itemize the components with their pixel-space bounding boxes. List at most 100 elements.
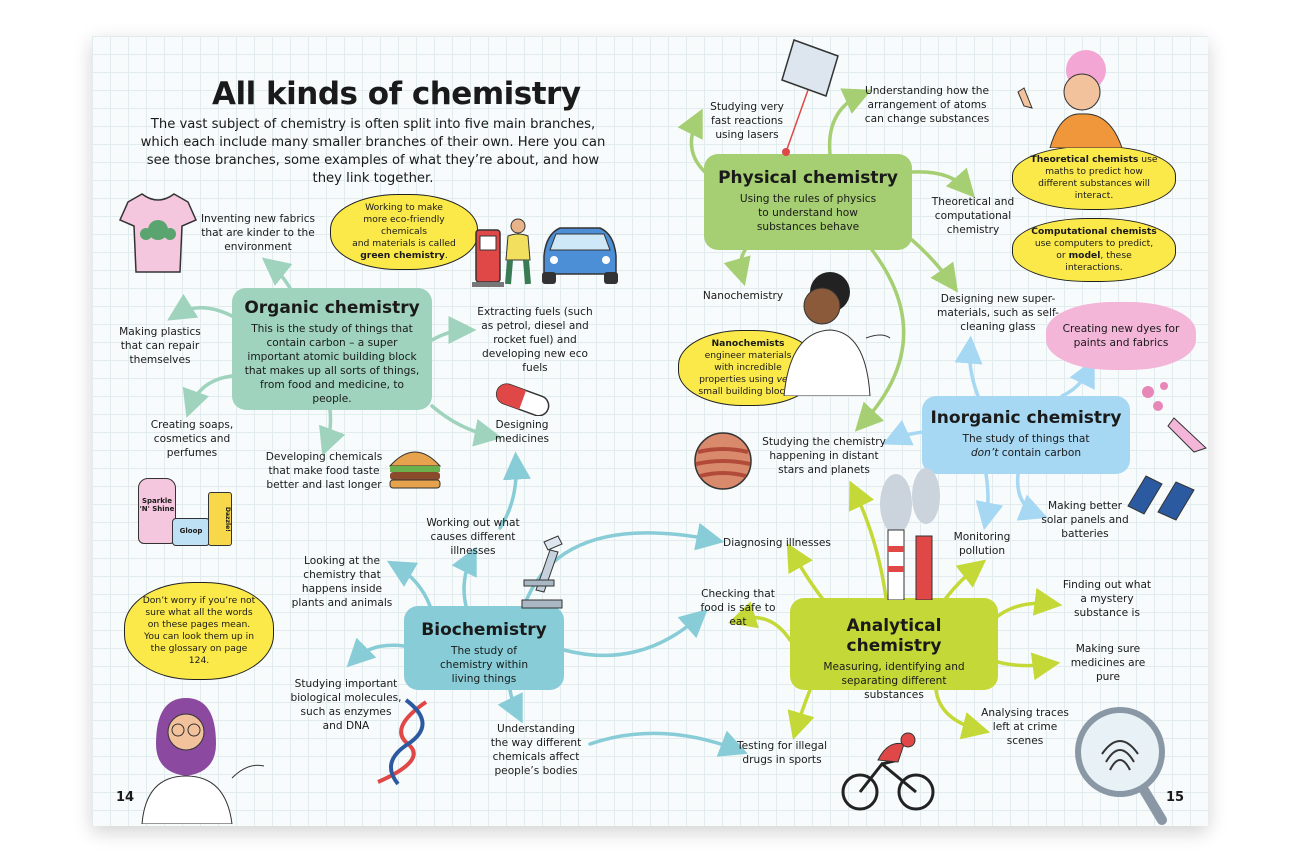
inorganic-text-after: contain carbon [1001, 447, 1082, 459]
nanochemist-illustration [783, 272, 891, 396]
tub-label: Gloop [179, 527, 203, 535]
bubble-green-chemistry: Working to make more eco-friendly chemic… [330, 194, 478, 270]
theoretical-rest: use maths to predict how different subst… [1038, 154, 1158, 201]
label-theoretical: Theoretical and computational chemistry [931, 196, 1015, 236]
pill-icon [495, 383, 550, 416]
link-inorganic-pollution [975, 472, 1004, 531]
link-physical-stars [854, 248, 906, 432]
scientist-hijab-illustration [141, 698, 265, 824]
tube-label: Dazzle! [224, 506, 231, 532]
link-organic-fuels [430, 316, 477, 345]
cyclist-icon [841, 732, 935, 811]
label-diagnosing: Diagnosing illnesses [723, 537, 831, 549]
label-lasers: Studying very fast reactions using laser… [710, 101, 784, 141]
green-bold: green chemistry [360, 250, 445, 261]
link-analytical-diagnosing [786, 542, 824, 600]
glossary-text: Don’t worry if you’re not sure what all … [142, 595, 256, 666]
link-organic-plastics [167, 293, 234, 321]
link-analytical-pollution [944, 559, 987, 600]
biochemistry-description: The study of chemistry within living thi… [439, 645, 529, 685]
magnifying-glass-icon [1075, 707, 1167, 825]
person-refuelling-icon [505, 218, 531, 285]
nano-end: small building blocks. [698, 386, 798, 397]
label-drugs: Testing for illegal drugs in sports [736, 740, 828, 766]
bubble-glossary: Don’t worry if you’re not sure what all … [124, 582, 274, 680]
link-physical-theoretical [910, 167, 976, 198]
link-analytical-medpure [996, 652, 1061, 681]
organic-description: This is the study of things that contain… [244, 323, 420, 405]
link-inorganic-supermat [954, 335, 983, 398]
car-icon [542, 227, 618, 284]
label-crime: Analysing traces left at crime scenes [981, 707, 1069, 747]
link-bio-plants [386, 560, 432, 608]
label-pollution: Monitoring pollution [953, 531, 1011, 557]
label-bodies: Understanding the way different chemical… [490, 723, 582, 777]
inorganic-title: Inorganic chemistry [930, 408, 1122, 428]
label-foodsafe: Checking that food is safe to eat [700, 588, 776, 628]
link-analytical-crime [934, 688, 991, 740]
link-physical-supermat [910, 238, 959, 293]
label-solar: Making better solar panels and batteries [1041, 500, 1129, 540]
link-bio-molecules [346, 637, 406, 668]
label-food: Developing chemicals that make food tast… [265, 451, 383, 491]
bubble-dyes: Creating new dyes for paints and fabrics [1046, 302, 1196, 370]
link-inorganic-stars [882, 419, 926, 446]
gloop-tub-icon: Gloop [172, 518, 210, 546]
soap-bottle-icon: Sparkle 'N' Shine [138, 478, 176, 544]
link-organic-medicines [430, 404, 503, 447]
link-organic-food [319, 408, 346, 456]
label-plastics: Making plastics that can repair themselv… [119, 326, 201, 366]
green-line2: more eco-friendly chemicals [363, 214, 445, 237]
factory-smoke-icon [880, 468, 940, 600]
computational-mid: use computers to predict, or [1034, 238, 1154, 261]
analytical-chemistry-box: Analytical chemistry Measuring, identify… [790, 598, 998, 701]
inorganic-chemistry-box: Inorganic chemistry The study of things … [922, 396, 1130, 474]
physical-title: Physical chemistry [718, 168, 898, 188]
bottle-label: Sparkle 'N' Shine [139, 497, 175, 513]
computational-bold: Computational chemists [1031, 226, 1157, 237]
dye-splash-icon [1142, 382, 1207, 453]
link-bio-bodies [497, 688, 523, 724]
link-physical-nano [723, 248, 751, 287]
nano-rest: engineer materials with incredible prope… [699, 350, 792, 385]
label-stars: Studying the chemistry happening in dist… [762, 436, 886, 476]
link-bio-foodsafe [562, 608, 708, 658]
link-organic-soaps [182, 374, 234, 418]
green-end: . [444, 250, 448, 261]
green-line1: Working to make [365, 202, 443, 213]
analytical-description: Measuring, identifying and separating di… [823, 661, 965, 701]
planet-icon [694, 432, 752, 490]
inorganic-text-emph: don’t [970, 447, 999, 459]
link-bio-medicines [498, 451, 531, 530]
organic-title: Organic chemistry [244, 298, 420, 318]
inorganic-text-before: The study of things that [962, 433, 1090, 445]
biochemistry-title: Biochemistry [421, 620, 547, 640]
link-analytical-stars [848, 480, 888, 600]
analytical-title: Analytical chemistry [846, 616, 942, 656]
label-atoms: Understanding how the arrangement of ato… [864, 85, 990, 125]
label-nano: Nanochemistry [702, 290, 784, 302]
link-physical-lasers [677, 108, 707, 174]
theoretical-chemist-illustration [1017, 50, 1123, 148]
link-analytical-drugs [787, 688, 815, 741]
nano-bold: Nanochemists [711, 338, 785, 349]
fuel-pump-icon [472, 229, 504, 287]
dyes-text: Creating new dyes for paints and fabrics [1062, 323, 1180, 349]
tshirt-icon [119, 193, 197, 273]
dazzle-tube-icon: Dazzle! [208, 492, 232, 546]
link-organic-fabrics [261, 257, 293, 290]
label-plants: Looking at the chemistry that happens in… [291, 555, 393, 609]
link-physical-atoms [827, 88, 872, 156]
link-inorganic-dyes [1060, 358, 1095, 398]
computational-end: , these interactions. [1065, 250, 1132, 273]
label-medpure: Making sure medicines are pure [1070, 643, 1146, 683]
green-line3: and materials is called [352, 238, 456, 249]
computational-model: model [1068, 250, 1101, 261]
inorganic-description: The study of things that don’t contain c… [930, 432, 1122, 460]
page-title: All kinds of chemistry [212, 76, 581, 112]
label-illnesses-cause: Working out what causes different illnes… [426, 517, 520, 557]
bubble-theoretical-chemists: Theoretical chemists use maths to predic… [1012, 146, 1176, 210]
dna-icon [377, 698, 428, 786]
link-bio-drugs [588, 730, 748, 757]
